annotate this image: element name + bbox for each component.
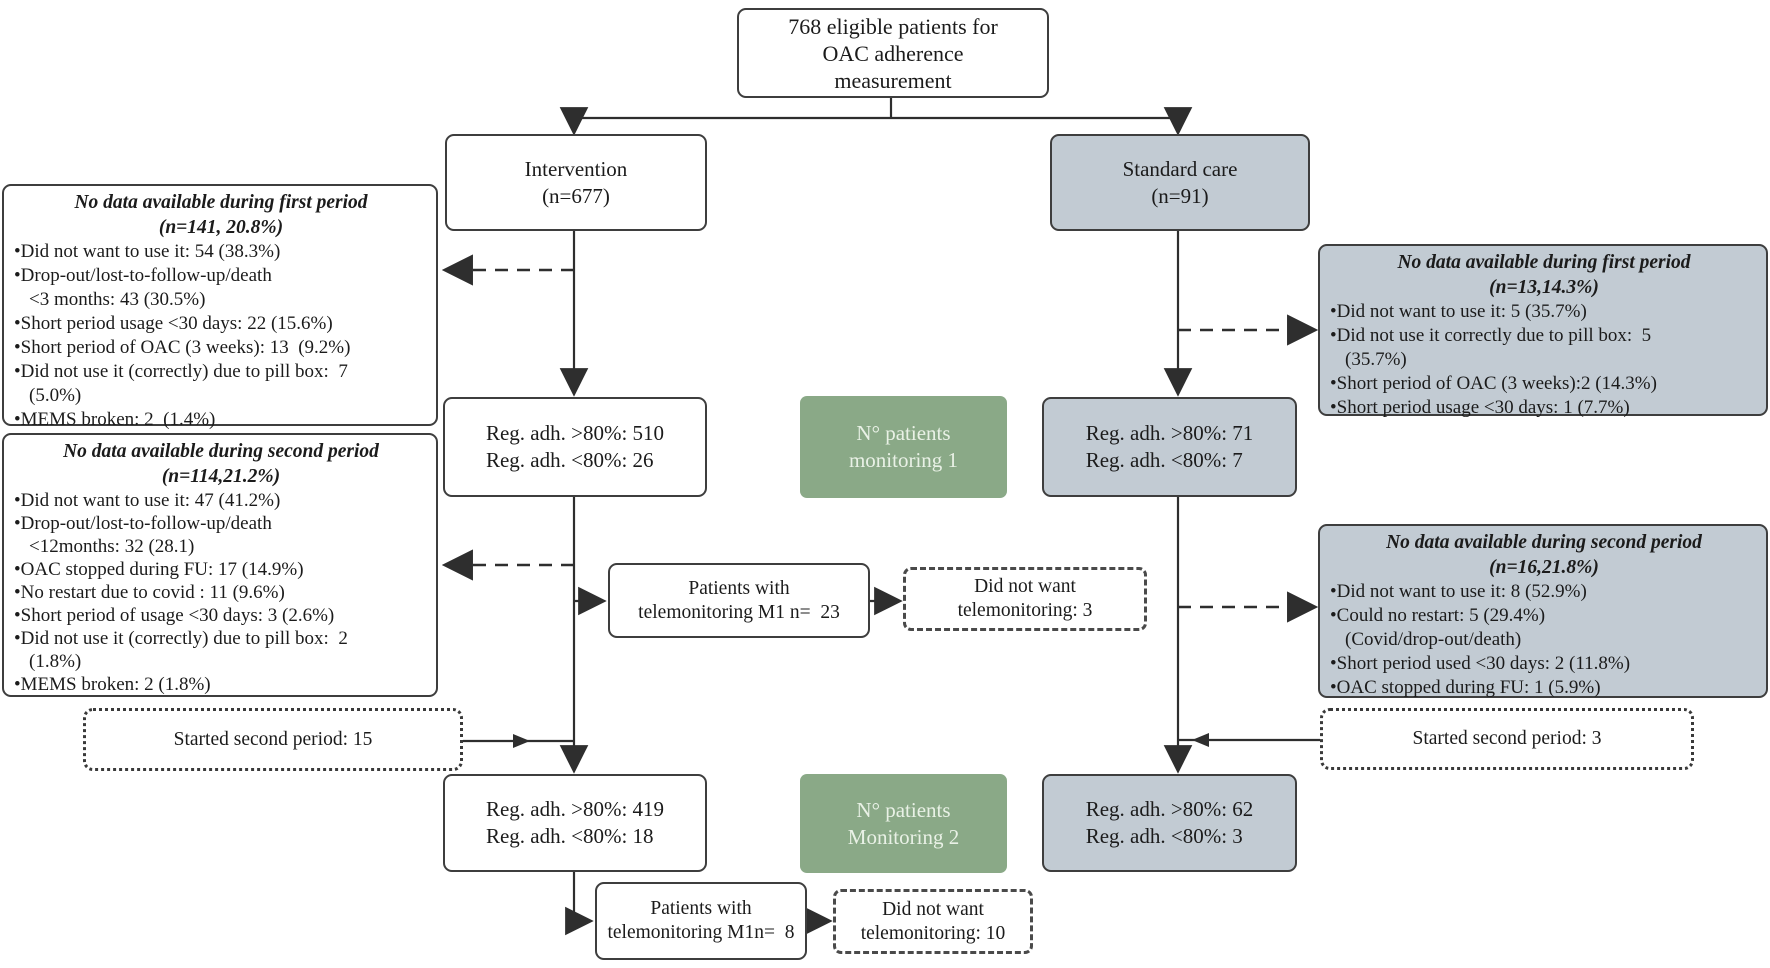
reason-item: Short period of OAC (3 weeks):2 (14.3%) xyxy=(1330,372,1758,396)
reason-item: Short period usage <30 days: 1 (7.7%) xyxy=(1330,396,1758,420)
eligible-patients-box: 768 eligible patients for OAC adherence … xyxy=(737,8,1049,98)
reason-item: Drop-out/lost-to-follow-up/death <3 mont… xyxy=(14,264,428,312)
reason-item: Short period of OAC (3 weeks): 13 (9.2%) xyxy=(14,336,428,360)
reason-item: MEMS broken: 2 (1.8%) xyxy=(14,673,428,696)
standard-care-n: (n=91) xyxy=(1151,183,1209,208)
intervention-monitoring2-adherence-box: Reg. adh. >80%: 419 Reg. adh. <80%: 18 xyxy=(443,774,707,872)
eligible-line3: measurement xyxy=(834,67,952,93)
monitoring1-line1: N° patients xyxy=(856,421,951,445)
telemonitoring1-declined-line1: Did not want xyxy=(974,576,1076,597)
adherence-line: Reg. adh. <80%: 26 xyxy=(485,448,654,472)
started-second-period-intervention-box: Started second period: 15 xyxy=(83,708,463,771)
intervention-n: (n=677) xyxy=(542,183,610,208)
telemonitoring2-declined-line1: Did not want xyxy=(882,898,984,920)
telemonitoring1-box: Patients with telemonitoring M1 n= 23 xyxy=(608,563,870,638)
adherence-line: Reg. adh. >80%: 510 xyxy=(485,421,665,445)
reason-item: Did not want to use it: 47 (41.2%) xyxy=(14,489,428,512)
telemonitoring2-box: Patients with telemonitoring M1n= 8 xyxy=(595,882,807,960)
left-period1-title: No data available during first period xyxy=(74,192,368,213)
adherence-line: Reg. adh. <80%: 18 xyxy=(485,824,654,848)
adherence-line: Reg. adh. >80%: 71 xyxy=(1085,421,1254,445)
standard-care-box: Standard care (n=91) xyxy=(1050,134,1310,231)
arrowhead-started-right xyxy=(1192,733,1209,747)
reason-item: Did not use it correctly due to pill box… xyxy=(1330,324,1758,372)
right-period1-title: No data available during first period xyxy=(1397,252,1691,273)
reason-item: Did not use it (correctly) due to pill b… xyxy=(14,627,428,673)
reason-item: Short period usage <30 days: 22 (15.6%) xyxy=(14,312,428,336)
reason-item: OAC stopped during FU: 1 (5.9%) xyxy=(1330,676,1758,700)
reason-item: Drop-out/lost-to-follow-up/death <12mont… xyxy=(14,512,428,558)
no-data-first-period-intervention-box: No data available during first period (n… xyxy=(2,184,438,430)
left-period2-reasons: Did not want to use it: 47 (41.2%) Drop-… xyxy=(14,489,428,696)
reason-item: MEMS broken: 2 (1.4%) xyxy=(14,408,428,432)
reason-item: Could no restart: 5 (29.4%) (Covid/drop-… xyxy=(1330,604,1758,652)
standard-care-title: Standard care xyxy=(1122,156,1238,181)
telemonitoring1-declined-line2: telemonitoring: 3 xyxy=(957,600,1093,621)
intervention-monitoring1-adherence-box: Reg. adh. >80%: 510 Reg. adh. <80%: 26 xyxy=(443,397,707,497)
reason-item: OAC stopped during FU: 17 (14.9%) xyxy=(14,558,428,581)
left-period2-title: No data available during second period xyxy=(63,441,379,462)
left-period1-n: (n=141, 20.8%) xyxy=(158,217,284,238)
monitoring1-label-box: N° patients monitoring 1 xyxy=(800,396,1007,498)
telemonitoring2-declined-box: Did not want telemonitoring: 10 xyxy=(833,889,1033,954)
monitoring2-line2: Monitoring 2 xyxy=(847,824,960,849)
adherence-line: Reg. adh. <80%: 3 xyxy=(1085,824,1243,848)
adherence-line: Reg. adh. >80%: 419 xyxy=(485,797,665,821)
telemonitoring1-line2: telemonitoring M1 n= 23 xyxy=(638,601,840,623)
right-period1-n: (n=13,14.3%) xyxy=(1489,277,1599,298)
intervention-title: Intervention xyxy=(524,156,628,181)
right-period1-reasons: Did not want to use it: 5 (35.7%) Did no… xyxy=(1330,300,1758,420)
left-period1-reasons: Did not want to use it: 54 (38.3%) Drop-… xyxy=(14,240,428,432)
reason-item: No restart due to covid : 11 (9.6%) xyxy=(14,581,428,604)
telemonitoring1-line1: Patients with xyxy=(688,577,790,599)
telemonitoring2-line2: telemonitoring M1n= 8 xyxy=(607,922,795,943)
standard-monitoring2-adherence-box: Reg. adh. >80%: 62 Reg. adh. <80%: 3 xyxy=(1042,774,1297,872)
monitoring2-label-box: N° patients Monitoring 2 xyxy=(800,774,1007,873)
reason-item: Did not want to use it: 8 (52.9%) xyxy=(1330,580,1758,604)
reason-item: Did not want to use it: 5 (35.7%) xyxy=(1330,300,1758,324)
telemonitoring2-declined-line2: telemonitoring: 10 xyxy=(860,922,1006,944)
arrow-top-split xyxy=(574,98,1178,120)
reason-item: Did not use it (correctly) due to pill b… xyxy=(14,360,428,408)
eligible-line1: 768 eligible patients for xyxy=(788,13,998,39)
right-period2-title: No data available during second period xyxy=(1386,532,1702,553)
no-data-second-period-standard-box: No data available during second period (… xyxy=(1318,524,1768,698)
arrow-to-telemonitoring2 xyxy=(565,872,594,936)
no-data-first-period-standard-box: No data available during first period (n… xyxy=(1318,244,1768,418)
started-second-period-standard-box: Started second period: 3 xyxy=(1320,708,1694,770)
intervention-box: Intervention (n=677) xyxy=(445,134,707,231)
standard-monitoring1-adherence-box: Reg. adh. >80%: 71 Reg. adh. <80%: 7 xyxy=(1042,397,1297,497)
adherence-line: Reg. adh. >80%: 62 xyxy=(1085,797,1254,821)
right-period2-reasons: Did not want to use it: 8 (52.9%) Could … xyxy=(1330,580,1758,700)
reason-item: Short period of usage <30 days: 3 (2.6%) xyxy=(14,604,428,627)
reason-item: Short period used <30 days: 2 (11.8%) xyxy=(1330,652,1758,676)
arrowhead-started-left xyxy=(513,734,530,748)
left-period2-n: (n=114,21.2%) xyxy=(161,466,281,487)
right-period2-n: (n=16,21.8%) xyxy=(1489,557,1599,578)
eligible-line2: OAC adherence xyxy=(822,40,964,66)
started-second-left-label: Started second period: 15 xyxy=(173,728,373,750)
telemonitoring1-declined-box: Did not want telemonitoring: 3 xyxy=(903,567,1147,631)
telemonitoring2-line1: Patients with xyxy=(650,898,752,919)
adherence-line: Reg. adh. <80%: 7 xyxy=(1085,448,1243,472)
no-data-second-period-intervention-box: No data available during second period (… xyxy=(2,433,438,697)
monitoring2-line1: N° patients xyxy=(856,797,951,822)
monitoring1-line2: monitoring 1 xyxy=(848,448,959,472)
reason-item: Did not want to use it: 54 (38.3%) xyxy=(14,240,428,264)
started-second-right-label: Started second period: 3 xyxy=(1412,728,1602,749)
